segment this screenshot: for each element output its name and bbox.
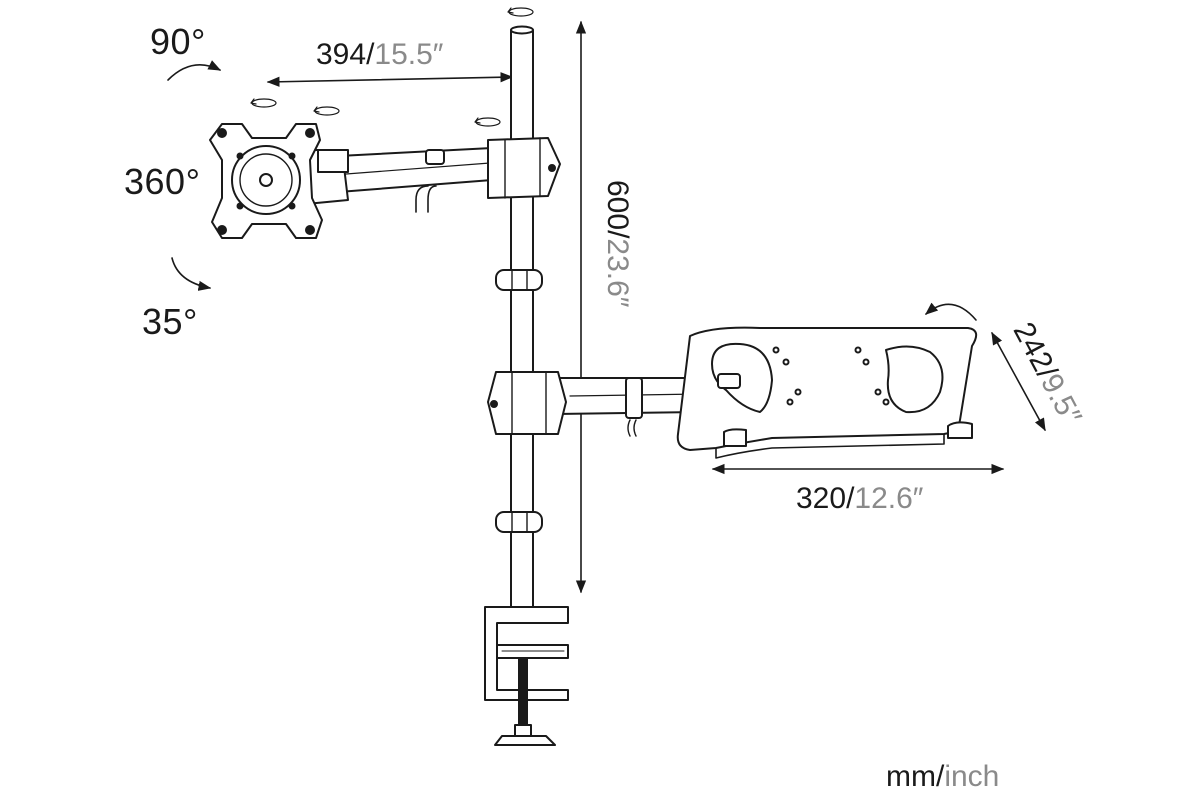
arm-collar-upper [487, 137, 561, 199]
rotate-icon-top [507, 7, 534, 17]
tray-rotation-arrow [925, 302, 977, 321]
units-legend: mm/inch [886, 762, 999, 792]
tray-width-inch: 12.6″ [854, 482, 924, 515]
swivel-angle-label: 35° [142, 301, 198, 342]
cable-clip-lower [495, 511, 543, 533]
pole-height-mm: 600 [601, 180, 634, 231]
arm-length-mm: 394 [316, 38, 367, 71]
vesa-plate [209, 123, 323, 239]
pole-height-inch: 23.6″ [601, 238, 634, 308]
arm-length-sep: / [366, 38, 375, 71]
rotation-angle-label: 360° [124, 161, 201, 202]
swivel-rotation-arrow [171, 257, 212, 291]
tray-depth-dimension-line [991, 331, 1046, 432]
arm-length-inch: 15.5″ [374, 38, 444, 71]
arm-length-dimension-line [266, 72, 514, 87]
tray-width-mm: 320 [796, 482, 847, 515]
laptop-tray [676, 326, 978, 459]
arm-length-label: 394/15.5″ [316, 40, 443, 70]
tray-arm [555, 377, 701, 437]
cable-clip-upper [495, 269, 543, 291]
pole-height-label: 600/23.6″ [601, 180, 634, 308]
tilt-angle-label: 90° [150, 21, 206, 62]
rotate-icon-arm [474, 117, 501, 127]
desk-clamp [484, 606, 569, 746]
rotate-icon-vesa-2 [313, 106, 340, 116]
units-legend-mm: mm [886, 760, 936, 793]
tilt-rotation-arrow [167, 60, 222, 81]
units-legend-sep: / [935, 760, 945, 793]
arm-collar-lower [487, 371, 567, 435]
rotate-icon-vesa-1 [250, 98, 277, 108]
tray-width-sep: / [846, 482, 855, 515]
tray-width-label: 320/12.6″ [796, 484, 923, 514]
units-legend-inch: inch [944, 760, 1000, 793]
